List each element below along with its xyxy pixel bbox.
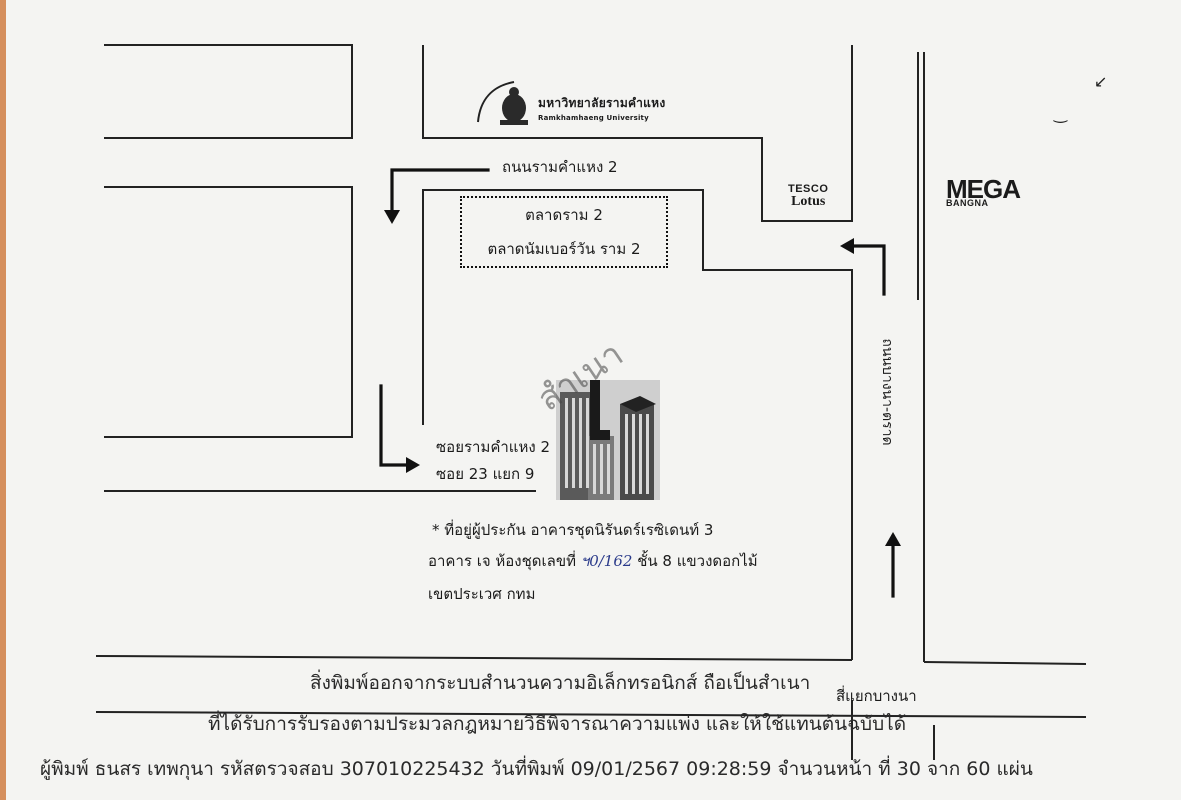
market-name-line2: ตลาดนัมเบอร์วัน ราม 2 bbox=[487, 240, 641, 258]
road-edge-block-topleft bbox=[104, 44, 353, 139]
university-logo: มหาวิทยาลัยรามคำแหง Ramkhamhaeng Univers… bbox=[538, 94, 666, 122]
university-name-thai: มหาวิทยาลัยรามคำแหง bbox=[538, 96, 666, 110]
soi-label-line2: ซอย 23 แยก 9 bbox=[436, 465, 535, 483]
road-edge-right-bottom bbox=[923, 661, 1087, 665]
direction-arrow-soi bbox=[379, 384, 410, 467]
tesco-lotus-logo: TESCO Lotus bbox=[788, 184, 828, 209]
footer-line3: ผู้พิมพ์ ธนสร เทพกุนา รหัสตรวจสอบ 307010… bbox=[40, 758, 1033, 780]
road-edge-bangna-top bbox=[95, 655, 853, 661]
address-line2-pre: อาคาร เจ ห้องชุดเลขที่ bbox=[428, 552, 581, 570]
mega-label: MEGA bbox=[946, 174, 1021, 204]
ramkhamhaeng-emblem-icon bbox=[477, 81, 528, 125]
arrow-head-up bbox=[885, 532, 901, 546]
address-line2-post: ชั้น 8 แขวงดอกไม้ bbox=[632, 552, 758, 570]
market-name-line1: ตลาดราม 2 bbox=[525, 206, 603, 224]
address-line3: เขตประเวศ กทม bbox=[428, 585, 536, 603]
address-room-handwritten: ฯ0/162 bbox=[580, 552, 633, 570]
pen-mark-1: ↙ bbox=[1094, 72, 1108, 91]
address-line1: * ที่อยู่ผู้ประกัน อาคารชุดนิรันดร์เรซิเ… bbox=[432, 521, 714, 539]
intersection-label: สี่แยกบางนา bbox=[836, 687, 917, 705]
left-page-edge bbox=[0, 0, 6, 800]
mega-bangna-logo: MEGA BANGNA bbox=[946, 174, 1021, 208]
footer-line1: สิ่งพิมพ์ออกจากระบบสำนวนความอิเล็กทรอนิก… bbox=[310, 672, 811, 694]
arrow-head-down bbox=[384, 210, 400, 224]
address-line2: อาคาร เจ ห้องชุดเลขที่ ฯ0/162 ชั้น 8 แขว… bbox=[428, 549, 758, 573]
road-edge-bangna-bottom bbox=[95, 711, 1087, 718]
soi-label-line1: ซอยรามคำแหง 2 bbox=[436, 438, 550, 456]
direction-arrow-tesco bbox=[850, 244, 886, 296]
road-label-bangna-trad: ถนนบางนา-ตราด bbox=[879, 338, 895, 446]
footer-line2: ที่ได้รับการรับรองตามประมวลกฎหมายวิธีพิจ… bbox=[208, 713, 907, 735]
tesco-label: TESCO bbox=[788, 183, 829, 195]
building-illustration bbox=[556, 380, 660, 500]
arrow-head-tesco bbox=[840, 238, 854, 254]
university-name-eng: Ramkhamhaeng University bbox=[538, 114, 649, 122]
arrow-head-soi bbox=[406, 457, 420, 473]
road-edge-block-midleft bbox=[104, 186, 353, 438]
pen-mark-2: ‿ bbox=[1054, 104, 1067, 123]
lotus-label: Lotus bbox=[791, 194, 826, 209]
bangna-label: BANGNA bbox=[946, 198, 989, 208]
direction-arrow-down bbox=[390, 168, 490, 214]
market-box: ตลาดราม 2 ตลาดนัมเบอร์วัน ราม 2 bbox=[460, 196, 668, 268]
road-edge-center-block bbox=[422, 189, 853, 660]
road-edge-university-block bbox=[422, 45, 853, 222]
road-label-ramkhamhaeng2: ถนนรามคำแหง 2 bbox=[502, 158, 618, 176]
